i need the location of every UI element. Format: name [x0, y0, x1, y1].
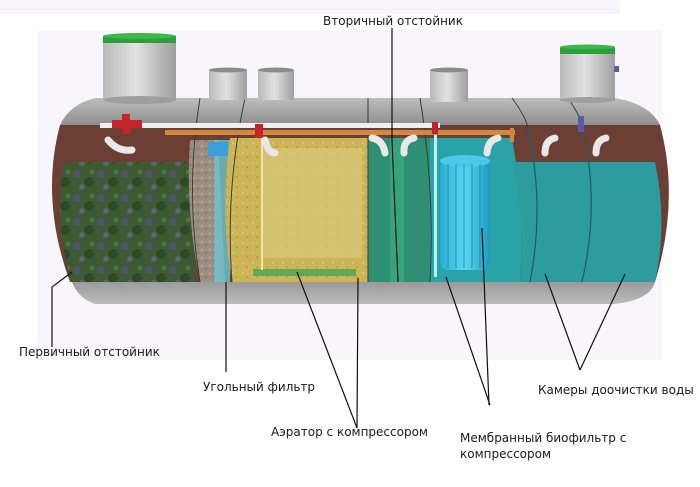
elbow-pipes	[104, 134, 610, 157]
blue-fitting	[208, 142, 228, 156]
membrane-cylinder	[440, 160, 490, 270]
label-primary-settler: Первичный отстойник	[19, 345, 160, 359]
background-band	[0, 0, 620, 14]
tank-shell-bottom	[72, 282, 655, 304]
leader-biofilter-b	[481, 227, 490, 406]
label-membrane-biofilter-line1: Мембранный биофильтр с	[460, 431, 627, 445]
leader-aerator-a	[296, 271, 358, 429]
post-treatment-zone	[512, 162, 662, 282]
leader-biofilter-a	[445, 276, 491, 406]
hatch-small-3	[430, 67, 468, 102]
hatch-right-large	[560, 44, 619, 103]
primary-settler-zone	[59, 162, 196, 282]
hatch-left-large	[103, 33, 176, 104]
leader-aerator-b	[356, 277, 359, 429]
membrane-cylinder-ribs	[447, 164, 481, 268]
leader-chambers-a	[544, 273, 581, 371]
chamber-divider-1	[527, 129, 538, 283]
label-carbon-filter: Угольный фильтр	[203, 380, 316, 394]
purple-fitting	[578, 116, 584, 132]
aerator-diffuser-bar	[253, 269, 356, 276]
label-post-treatment-chambers: Камеры доочистки воды	[538, 383, 694, 397]
tank-shell-top	[60, 98, 660, 125]
aerator-inner-box	[262, 148, 362, 258]
label-secondary-settler: Вторичный отстойник	[323, 14, 463, 28]
leader-secondary-settler	[391, 28, 399, 283]
label-aerator: Аэратор с компрессором	[271, 425, 428, 439]
red-valve	[112, 114, 438, 138]
chamber-divider-2	[581, 129, 592, 283]
orange-pipe	[165, 130, 515, 135]
membrane-cylinder-top	[440, 155, 490, 167]
label-membrane-biofilter-line2: компрессором	[460, 447, 552, 461]
white-pipe	[100, 123, 440, 128]
hatch-small-1	[209, 67, 247, 100]
leader-primary-settler	[51, 271, 73, 347]
hatch-small-2	[258, 67, 294, 100]
carbon-filter-mesh	[214, 140, 230, 282]
orange-pipe-drop	[510, 128, 514, 142]
biofilter-air-tube	[434, 125, 437, 277]
leader-chambers-b	[579, 273, 626, 371]
